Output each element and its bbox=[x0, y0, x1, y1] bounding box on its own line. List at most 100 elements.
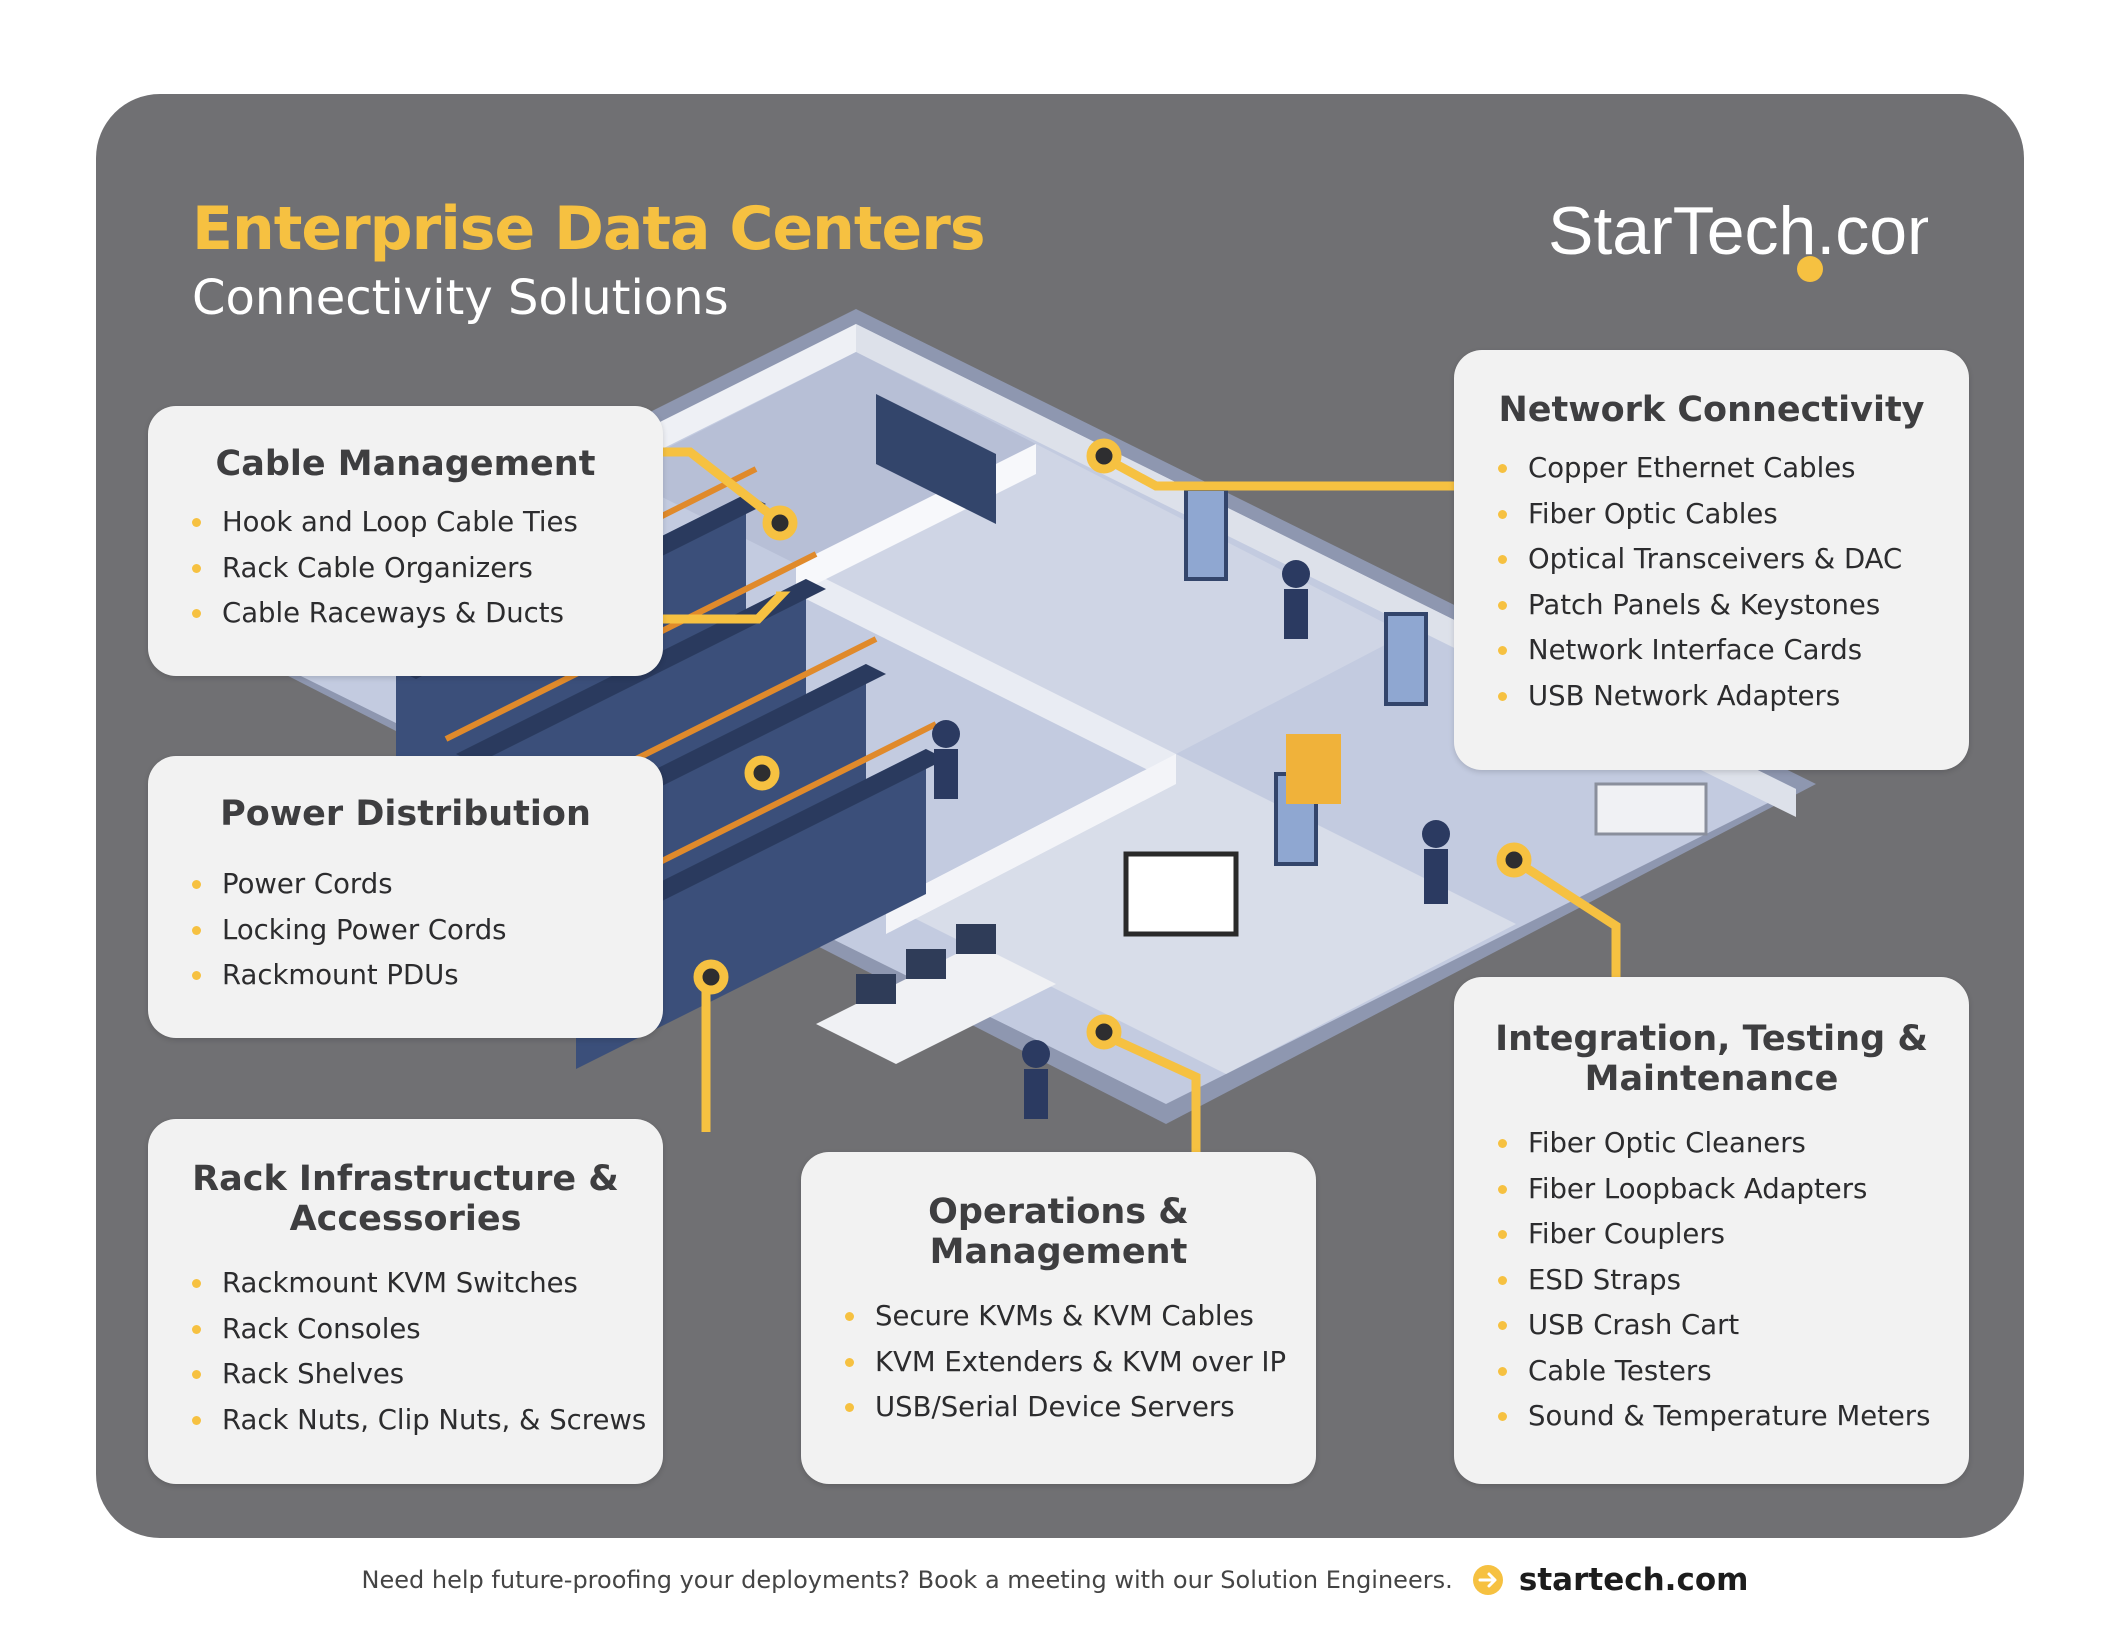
list-item: KVM Extenders & KVM over IP bbox=[841, 1340, 1316, 1386]
card-cable-management: Cable Management Hook and Loop Cable Tie… bbox=[148, 406, 663, 676]
monitor bbox=[956, 924, 996, 954]
list-item: USB Crash Cart bbox=[1494, 1303, 1969, 1349]
card-list: Power Cords Locking Power Cords Rackmoun… bbox=[188, 862, 663, 999]
bullet-icon bbox=[845, 1357, 854, 1367]
arrow-right-circle-icon[interactable] bbox=[1472, 1564, 1504, 1596]
bullet-icon bbox=[192, 1324, 201, 1334]
bullet-icon bbox=[1498, 1321, 1507, 1330]
card-list: Hook and Loop Cable Ties Rack Cable Orga… bbox=[188, 500, 663, 637]
list-item: Network Interface Cards bbox=[1494, 628, 1969, 674]
technician bbox=[1422, 820, 1450, 848]
bullet-icon bbox=[1498, 646, 1507, 655]
card-rack-infrastructure: Rack Infrastructure & Accessories Rackmo… bbox=[148, 1119, 663, 1484]
page-subtitle: Connectivity Solutions bbox=[192, 270, 729, 326]
connector-lines bbox=[656, 447, 1621, 1152]
network-room-racks bbox=[876, 394, 996, 524]
bullet-icon bbox=[1498, 1366, 1507, 1376]
list-item: Hook and Loop Cable Ties bbox=[188, 500, 663, 546]
technician bbox=[934, 749, 958, 799]
bullet-icon bbox=[192, 1279, 201, 1288]
list-item: Secure KVMs & KVM Cables bbox=[841, 1294, 1316, 1340]
list-item: Rack Shelves bbox=[188, 1352, 663, 1398]
card-power-distribution: Power Distribution Power Cords Locking P… bbox=[148, 756, 663, 1038]
bullet-icon bbox=[1498, 691, 1507, 701]
list-item: Rack Cable Organizers bbox=[188, 546, 663, 592]
bullet-icon bbox=[1498, 1139, 1507, 1148]
door bbox=[1384, 612, 1428, 706]
bullet-icon bbox=[1498, 1184, 1507, 1194]
logo-dot-icon bbox=[1797, 256, 1823, 282]
card-operations-management: Operations & Management Secure KVMs & KV… bbox=[801, 1152, 1316, 1484]
bullet-icon bbox=[192, 1415, 201, 1425]
bullet-icon bbox=[192, 880, 201, 889]
startech-logo[interactable]: StarTech.com bbox=[1548, 194, 1928, 324]
list-item: Sound & Temperature Meters bbox=[1494, 1394, 1969, 1440]
card-title: Power Distribution bbox=[220, 794, 591, 834]
list-item: Cable Testers bbox=[1494, 1349, 1969, 1395]
card-title: Rack Infrastructure & Accessories bbox=[192, 1159, 619, 1239]
operations-desk bbox=[816, 944, 1056, 1064]
list-item: USB Network Adapters bbox=[1494, 674, 1969, 720]
card-list: Rackmount KVM Switches Rack Consoles Rac… bbox=[188, 1261, 663, 1443]
page-title: Enterprise Data Centers bbox=[192, 194, 986, 264]
footer-text: Need help future-proofing your deploymen… bbox=[361, 1566, 1453, 1594]
tool-cart bbox=[1286, 734, 1341, 804]
bullet-icon bbox=[1498, 1275, 1507, 1285]
list-item: Fiber Couplers bbox=[1494, 1212, 1969, 1258]
bullet-icon bbox=[192, 563, 201, 573]
list-item: ESD Straps bbox=[1494, 1258, 1969, 1304]
bullet-icon bbox=[845, 1403, 854, 1412]
list-item: Fiber Loopback Adapters bbox=[1494, 1167, 1969, 1213]
monitor bbox=[906, 949, 946, 979]
card-list: Copper Ethernet Cables Fiber Optic Cable… bbox=[1494, 446, 1969, 719]
website-link[interactable]: startech.com bbox=[1518, 1562, 1749, 1598]
list-item: Rack Nuts, Clip Nuts, & Screws bbox=[188, 1398, 663, 1444]
monitor bbox=[856, 974, 896, 1004]
list-item: Cable Raceways & Ducts bbox=[188, 591, 663, 637]
technician bbox=[1022, 1040, 1050, 1068]
bullet-icon bbox=[192, 925, 201, 935]
card-title: Integration, Testing & Maintenance bbox=[1495, 1019, 1928, 1099]
wall-screen bbox=[1123, 851, 1239, 937]
bullet-icon bbox=[192, 1370, 201, 1379]
technician bbox=[1024, 1069, 1048, 1119]
technician bbox=[1424, 849, 1448, 904]
bullet-icon bbox=[1498, 509, 1507, 519]
card-network-connectivity: Network Connectivity Copper Ethernet Cab… bbox=[1454, 350, 1969, 770]
list-item: Fiber Optic Cables bbox=[1494, 492, 1969, 538]
technician bbox=[932, 720, 960, 748]
list-item: Copper Ethernet Cables bbox=[1494, 446, 1969, 492]
card-title: Operations & Management bbox=[928, 1192, 1189, 1272]
workbench bbox=[1594, 782, 1708, 836]
logo-text: StarTech.com bbox=[1548, 194, 1928, 269]
list-item: Rackmount KVM Switches bbox=[188, 1261, 663, 1307]
bullet-icon bbox=[1498, 555, 1507, 564]
bullet-icon bbox=[192, 518, 201, 527]
inner-wall-b bbox=[886, 754, 1176, 934]
list-item: Rackmount PDUs bbox=[188, 953, 663, 999]
bullet-icon bbox=[192, 971, 201, 980]
card-list: Fiber Optic Cleaners Fiber Loopback Adap… bbox=[1494, 1121, 1969, 1440]
door bbox=[1184, 487, 1228, 581]
inner-wall-a bbox=[796, 564, 1176, 784]
card-list: Secure KVMs & KVM Cables KVM Extenders &… bbox=[841, 1294, 1316, 1431]
list-item: Locking Power Cords bbox=[188, 908, 663, 954]
bullet-icon bbox=[1498, 1412, 1507, 1421]
list-item: Rack Consoles bbox=[188, 1307, 663, 1353]
main-panel: Enterprise Data Centers Connectivity Sol… bbox=[96, 94, 2024, 1538]
bullet-icon bbox=[192, 609, 201, 618]
bullet-icon bbox=[1498, 1230, 1507, 1239]
bullet-icon bbox=[1498, 600, 1507, 610]
card-title: Network Connectivity bbox=[1498, 390, 1925, 430]
list-item: Optical Transceivers & DAC bbox=[1494, 537, 1969, 583]
list-item: USB/Serial Device Servers bbox=[841, 1385, 1316, 1431]
list-item: Patch Panels & Keystones bbox=[1494, 583, 1969, 629]
room-right bbox=[796, 444, 1406, 754]
card-integration-testing: Integration, Testing & Maintenance Fiber… bbox=[1454, 977, 1969, 1484]
technician bbox=[1284, 589, 1308, 639]
list-item: Power Cords bbox=[188, 862, 663, 908]
footer: Need help future-proofing your deploymen… bbox=[0, 1562, 2110, 1598]
card-title: Cable Management bbox=[215, 444, 596, 484]
connector-dots bbox=[693, 438, 1532, 1050]
list-item: Fiber Optic Cleaners bbox=[1494, 1121, 1969, 1167]
